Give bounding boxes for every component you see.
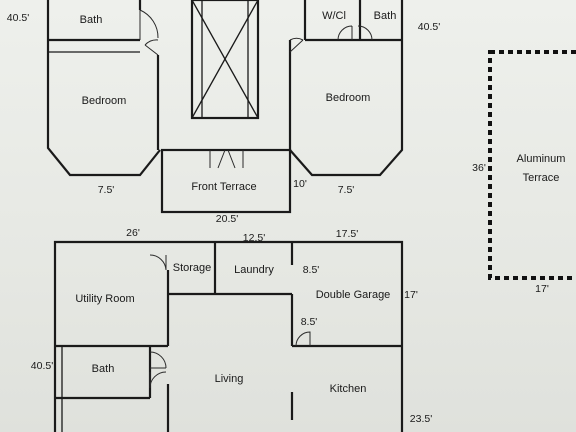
aluminum-terrace-outline xyxy=(488,50,576,280)
right-bath-door xyxy=(357,25,373,41)
dim-terrace-width: 20.5' xyxy=(215,213,239,225)
room-bath-top-left: Bath xyxy=(79,14,103,26)
room-aluminum-terrace-line2: Terrace xyxy=(522,172,560,184)
room-bedroom-right: Bedroom xyxy=(325,92,371,104)
dim-alum-width: 17' xyxy=(535,283,549,295)
room-front-terrace: Front Terrace xyxy=(191,181,257,193)
living-door xyxy=(149,371,167,389)
dim-laundry-8-5-b: 8.5' xyxy=(300,316,318,328)
storage-door xyxy=(149,254,167,271)
dim-laundry-8-5-a: 8.5' xyxy=(302,264,320,276)
dim-garage-width: 17.5' xyxy=(335,228,359,240)
room-laundry: Laundry xyxy=(234,264,274,276)
room-living: Living xyxy=(214,373,244,385)
room-kitchen: Kitchen xyxy=(329,383,367,395)
garage-door xyxy=(295,331,311,347)
dim-top-right: 40.5' xyxy=(417,21,441,33)
stair-cross-b xyxy=(191,0,259,119)
left-bath-door xyxy=(139,9,159,40)
front-terrace-walls xyxy=(160,148,292,214)
left-bedroom-door xyxy=(144,39,159,56)
central-stair-block xyxy=(190,0,260,120)
dim-bay-right: 7.5' xyxy=(337,184,355,196)
dim-laundry-width: 12.5' xyxy=(242,232,266,244)
bath-door xyxy=(149,351,167,369)
right-bedroom-door xyxy=(289,37,304,53)
room-storage: Storage xyxy=(172,262,212,274)
dim-terrace-depth: 10' xyxy=(293,178,307,190)
room-double-garage: Double Garage xyxy=(315,289,391,301)
front-terrace-doors xyxy=(209,149,244,169)
room-bedroom-left: Bedroom xyxy=(81,95,127,107)
dim-bay-left: 7.5' xyxy=(97,184,115,196)
lower-outer-walls xyxy=(53,240,404,432)
wcl-door xyxy=(337,25,353,41)
right-bedroom-walls xyxy=(289,0,404,177)
room-bath-top-right: Bath xyxy=(373,10,397,22)
room-wcl: W/Cl xyxy=(322,10,346,22)
dim-alum-depth: 36' xyxy=(472,162,486,174)
left-bedroom-walls xyxy=(46,0,161,177)
dim-garage-depth: 17' xyxy=(404,289,418,301)
room-aluminum-terrace-line1: Aluminum xyxy=(516,153,566,165)
dim-top-left: 40.5' xyxy=(6,12,30,24)
dim-kitchen-depth: 23.5' xyxy=(409,413,433,425)
dim-utility-width: 26' xyxy=(126,227,140,239)
room-bath-bottom: Bath xyxy=(91,363,115,375)
room-utility: Utility Room xyxy=(75,293,135,305)
dim-left-bottom: 40.5' xyxy=(30,360,54,372)
